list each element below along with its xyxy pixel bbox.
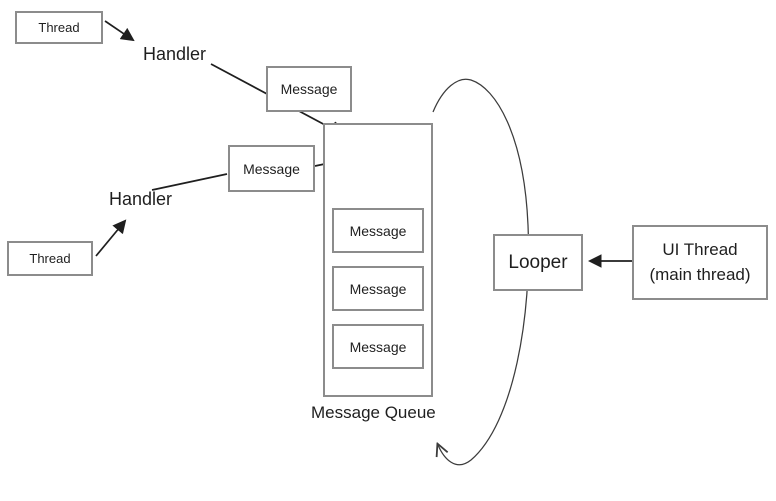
handler-label-top: Handler — [143, 44, 207, 64]
thread-box-top: Thread — [15, 11, 103, 44]
queue-message-item-label: Message — [349, 338, 407, 355]
queue-message-item: Message — [332, 324, 424, 369]
queue-message-item-label: Message — [349, 222, 407, 239]
thread-box-bottom-label: Thread — [29, 251, 71, 266]
ui-thread-box: UI Thread (main thread) — [632, 225, 768, 300]
ui-thread-label-line2: (main thread) — [649, 264, 751, 284]
arrow-thread-top-to-handler — [104, 20, 135, 42]
line-handler-bottom-to-message — [151, 173, 228, 191]
thread-box-bottom: Thread — [7, 241, 93, 276]
message-box-top-label: Message — [280, 81, 338, 97]
queue-message-item: Message — [332, 266, 424, 311]
queue-message-item: Message — [332, 208, 424, 253]
handler-label-bottom: Handler — [109, 189, 173, 209]
arrow-thread-bottom-to-handler — [95, 219, 127, 257]
queue-message-item-label: Message — [349, 280, 407, 297]
looper-loop-arc — [432, 78, 530, 466]
ui-thread-label-line1: UI Thread — [662, 239, 738, 259]
looper-box: Looper — [493, 234, 583, 291]
looper-box-label: Looper — [508, 251, 568, 273]
message-box-top: Message — [266, 66, 352, 112]
thread-box-top-label: Thread — [38, 20, 80, 35]
message-box-left: Message — [228, 145, 315, 192]
message-box-left-label: Message — [243, 160, 300, 177]
message-queue-title: Message Queue — [311, 403, 436, 422]
